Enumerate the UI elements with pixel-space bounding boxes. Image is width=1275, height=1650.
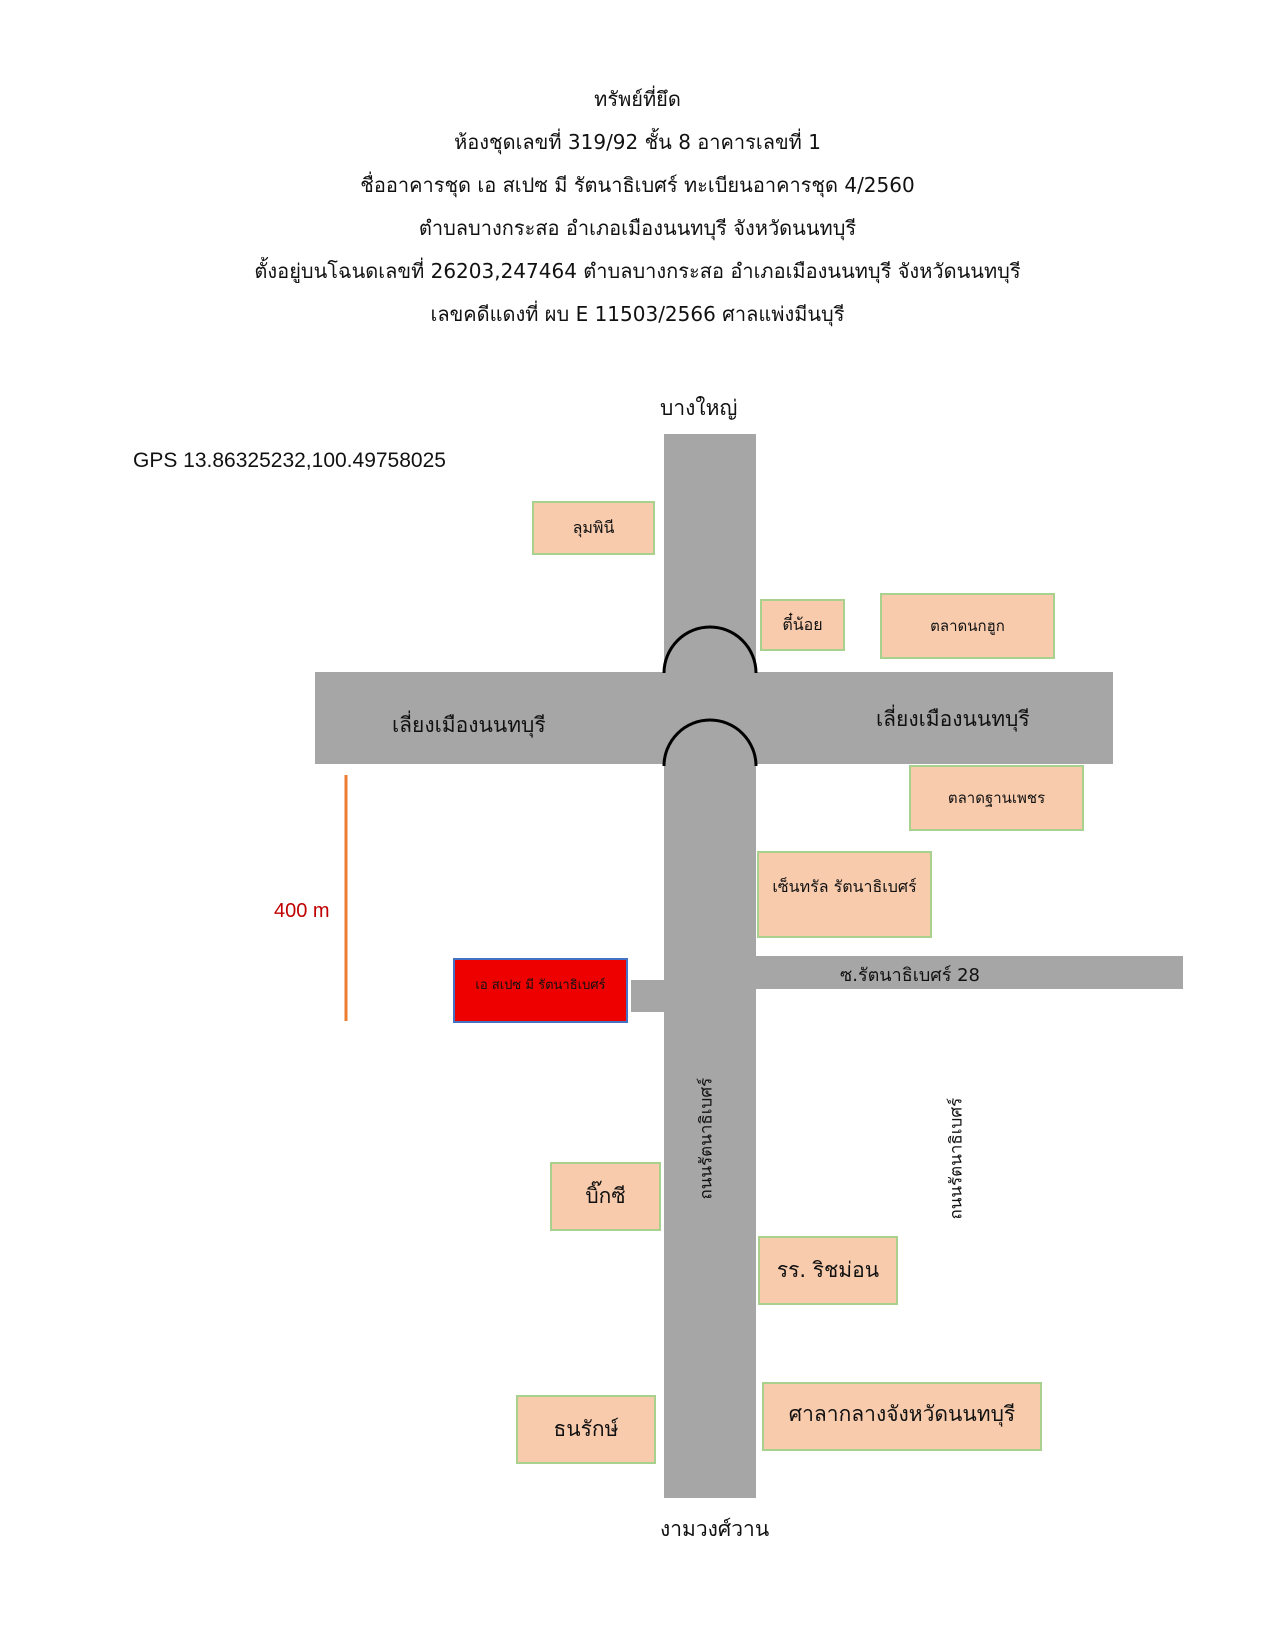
landmark-city-hall-label: ศาลากลางจังหวัดนนทบุรี — [788, 1402, 1016, 1426]
header-unit-number: ห้องชุดเลขที่ 319/92 ชั้น 8 อาคารเลขที่ … — [454, 130, 821, 154]
soi-label: ซ.รัตนาธิเบศร์ 28 — [840, 965, 980, 986]
scale-bar-label: 400 m — [274, 900, 330, 922]
landmark-bigc-label: บิ๊กซี — [585, 1184, 626, 1208]
property-location-marker: เอ สเปซ มี รัตนาธิเบศร์ — [453, 958, 628, 1023]
bypass-label-left: เลี่ยงเมืองนนทบุรี — [392, 713, 546, 737]
bypass-road — [315, 672, 1113, 764]
landmark-school: รร. ริชม่อน — [758, 1236, 898, 1305]
soi-road — [756, 956, 1183, 989]
main-road-south-segment — [664, 764, 756, 1498]
header-title: ทรัพย์ที่ยึด — [594, 87, 681, 111]
header-building-name: ชื่ออาคารชุด เอ สเปซ มี รัตนาธิเบศร์ ทะเ… — [360, 173, 915, 197]
landmark-talad-nokhook: ตลาดนกฮูก — [880, 593, 1055, 659]
bypass-label-right: เลี่ยงเมืองนนทบุรี — [876, 707, 1030, 731]
landmark-central-label: เซ็นทรัล รัตนาธิเบศร์ — [772, 877, 917, 896]
gps-coordinates: GPS 13.86325232,100.49758025 — [133, 449, 446, 472]
header-deed: ตั้งอยู่บนโฉนดเลขที่ 26203,247464 ตำบลบา… — [254, 259, 1021, 283]
main-road-north-segment — [664, 434, 756, 672]
landmark-central: เซ็นทรัล รัตนาธิเบศร์ — [757, 851, 932, 938]
landmark-talad-thanphet: ตลาดฐานเพชร — [909, 765, 1084, 831]
header-location: ตำบลบางกระสอ อำเภอเมืองนนทบุรี จังหวัดนน… — [418, 216, 857, 240]
south-direction-label: งามวงศ์วาน — [660, 1517, 770, 1541]
landmark-tinoi-label: ตี๋น้อย — [782, 614, 823, 634]
document-header: ทรัพย์ที่ยึด ห้องชุดเลขที่ 319/92 ชั้น 8… — [0, 78, 1275, 336]
landmark-talad-thanphet-label: ตลาดฐานเพชร — [947, 789, 1046, 807]
north-direction-label: บางใหญ่ — [660, 396, 738, 420]
landmark-lumphini-label: ลุมพินี — [572, 517, 615, 537]
landmark-thanarak: ธนรักษ์ — [516, 1395, 656, 1464]
landmark-tinoi: ตี๋น้อย — [760, 599, 845, 651]
landmark-bigc: บิ๊กซี — [550, 1162, 661, 1231]
roundabout-arc-upper — [662, 625, 758, 674]
roundabout-arc-lower — [662, 718, 758, 767]
property-location-label: เอ สเปซ มี รัตนาธิเบศร์ — [475, 978, 606, 993]
header-case-number: เลขคดีแดงที่ ผบ E 11503/2566 ศาลแพ่งมีนบ… — [430, 302, 845, 326]
property-access-road — [631, 980, 664, 1012]
landmark-lumphini: ลุมพินี — [532, 501, 655, 555]
landmark-talad-nokhook-label: ตลาดนกฮูก — [930, 617, 1005, 635]
landmark-thanarak-label: ธนรักษ์ — [553, 1417, 619, 1441]
landmark-school-label: รร. ริชม่อน — [776, 1258, 880, 1282]
landmark-city-hall: ศาลากลางจังหวัดนนทบุรี — [762, 1382, 1042, 1451]
